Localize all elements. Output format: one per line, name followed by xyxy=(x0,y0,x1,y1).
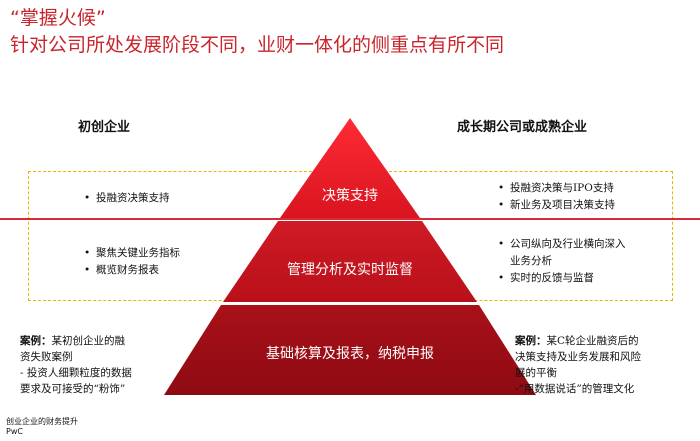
footer-title: 创业企业的财务提升 xyxy=(6,417,78,426)
case-text: - 投资人细颗粒度的数据 xyxy=(20,367,132,379)
title-quote: “掌握火候” xyxy=(10,7,106,29)
list-item-continuation: 业务分析 xyxy=(510,255,552,267)
case-text: 要求及可接受的“粉饰” xyxy=(20,383,126,395)
case-text: 某C轮企业融资后的 xyxy=(546,335,639,347)
case-study-right: 案例：某C轮企业融资后的 决策支持及业务发展和风险 展的平衡 -“用数据说话”的… xyxy=(515,333,641,397)
case-study-left: 案例：某初创企业的融 资失败案例 - 投资人细颗粒度的数据 要求及可接受的“粉饰… xyxy=(20,333,132,397)
list-item: 新业务及项目决策支持 xyxy=(496,197,615,214)
right-column-heading: 成长期公司或成熟企业 xyxy=(457,120,588,135)
pyramid-tier-middle xyxy=(223,221,477,302)
case-text: 展的平衡 xyxy=(515,367,557,379)
left-column-heading: 初创企业 xyxy=(78,120,131,135)
right-bullets-top: 投融资决策与IPO支持 新业务及项目决策支持 xyxy=(496,180,615,214)
case-text: 资失败案例 xyxy=(20,351,73,363)
list-item: 实时的反馈与监督 xyxy=(496,270,626,287)
case-text: -“用数据说话”的管理文化 xyxy=(515,383,635,395)
divider-line xyxy=(0,218,700,220)
page-title: 针对公司所处发展阶段不同，业财一体化的侧重点有所不同 xyxy=(10,34,505,56)
list-item: 投融资决策与IPO支持 xyxy=(496,180,615,197)
case-label: 案例： xyxy=(515,335,547,347)
tier-label-management-analysis: 管理分析及实时监督 xyxy=(287,262,413,278)
left-bullets-middle: 聚焦关键业务指标 概览财务报表 xyxy=(82,245,180,279)
tier-label-decision-support: 决策支持 xyxy=(322,188,378,204)
left-bullets-top: 投融资决策支持 xyxy=(82,190,170,207)
list-item: 聚焦关键业务指标 xyxy=(82,245,180,262)
tier-label-basic-accounting: 基础核算及报表，纳税申报 xyxy=(266,346,434,362)
list-item: 概览财务报表 xyxy=(82,262,180,279)
pyramid-tier-top xyxy=(280,118,420,218)
footer-brand: PwC xyxy=(6,427,23,436)
case-label: 案例： xyxy=(20,335,52,347)
list-item: 投融资决策支持 xyxy=(82,190,170,207)
case-text: 决策支持及业务发展和风险 xyxy=(515,351,641,363)
case-text: 某初创企业的融 xyxy=(51,335,126,347)
list-item: 公司纵向及行业横向深入 xyxy=(496,236,626,253)
pyramid-tier-base xyxy=(164,305,536,395)
right-bullets-middle: 公司纵向及行业横向深入 业务分析 实时的反馈与监督 xyxy=(496,236,626,287)
